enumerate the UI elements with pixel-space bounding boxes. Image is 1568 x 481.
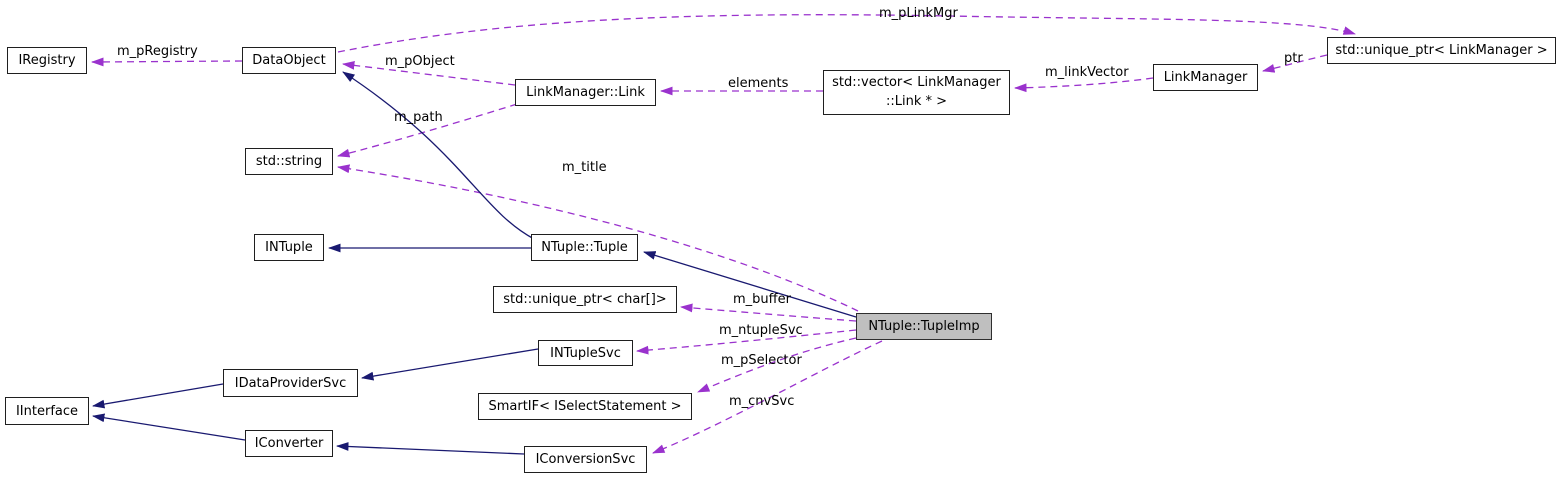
- edge-label-m-pobject: m_pObject: [385, 54, 455, 69]
- edge-m-pselector: [697, 337, 857, 393]
- node-ntuple-tupleimp[interactable]: NTuple::TupleImp: [856, 313, 992, 340]
- edge-inherit-intuplesvc-idps: [361, 348, 539, 381]
- edge-m-buffer: [680, 303, 857, 322]
- edge-label-m-linkvector: m_linkVector: [1045, 65, 1129, 80]
- edge-inherit-iconversionsvc-iconverter: [336, 442, 525, 455]
- edge-inherit-iconverter-iinterface: [92, 413, 246, 441]
- node-vector-line2: ::Link * >: [885, 93, 948, 109]
- node-vector-linkmanager-link[interactable]: std::vector< LinkManager ::Link * >: [823, 70, 1010, 115]
- edge-label-elements: elements: [728, 76, 789, 91]
- node-vector-line1: std::vector< LinkManager: [832, 74, 1001, 90]
- edge-m-cnvsvc: [652, 340, 883, 454]
- edge-inherit-idps-iinterface: [92, 383, 224, 409]
- node-intuplesvc[interactable]: INTupleSvc: [538, 340, 633, 366]
- node-iconversionsvc[interactable]: IConversionSvc: [524, 446, 647, 473]
- edge-m-title: [337, 164, 859, 312]
- edge-label-m-cnvsvc: m_cnvSvc: [729, 394, 795, 409]
- edge-inherit-tupleimp-tuple: [643, 251, 857, 318]
- edge-m-pobject: [342, 61, 516, 86]
- edge-inherit-tuple-dataobject: [342, 71, 535, 240]
- node-iconverter[interactable]: IConverter: [245, 430, 333, 457]
- node-linkmanager[interactable]: LinkManager: [1153, 64, 1258, 91]
- node-idataprovidersvc[interactable]: IDataProviderSvc: [223, 369, 358, 397]
- edge-label-m-ntuplesvc: m_ntupleSvc: [719, 323, 803, 338]
- node-unique-ptr-char[interactable]: std::unique_ptr< char[]>: [493, 286, 677, 313]
- node-iregistry[interactable]: IRegistry: [7, 47, 87, 74]
- edge-ptr: [1262, 54, 1328, 73]
- edge-m-pregistry: [91, 57, 243, 67]
- edge-label-m-path: m_path: [394, 110, 443, 125]
- node-intuple[interactable]: INTuple: [254, 234, 324, 261]
- edge-label-m-pregistry: m_pRegistry: [117, 44, 198, 59]
- node-iinterface[interactable]: IInterface: [5, 397, 89, 425]
- edge-label-m-title: m_title: [562, 160, 607, 175]
- node-smartif-iselectstatement[interactable]: SmartIF< ISelectStatement >: [478, 393, 692, 420]
- edge-label-ptr: ptr: [1284, 51, 1303, 66]
- edge-label-m-pselector: m_pSelector: [721, 353, 802, 368]
- edge-m-path: [337, 103, 518, 158]
- edge-label-m-plinkmgr: m_pLinkMgr: [879, 6, 958, 21]
- node-unique-ptr-linkmanager[interactable]: std::unique_ptr< LinkManager >: [1327, 37, 1556, 64]
- node-std-string[interactable]: std::string: [245, 148, 333, 175]
- edge-label-m-buffer: m_buffer: [733, 292, 791, 307]
- node-dataobject[interactable]: DataObject: [242, 47, 336, 74]
- node-ntuple-tuple[interactable]: NTuple::Tuple: [531, 234, 638, 261]
- edge-m-linkvector: [1014, 77, 1154, 93]
- edge-m-plinkmgr: [337, 14, 1356, 53]
- node-linkmanager-link[interactable]: LinkManager::Link: [515, 79, 656, 106]
- edge-m-ntuplesvc: [636, 329, 857, 355]
